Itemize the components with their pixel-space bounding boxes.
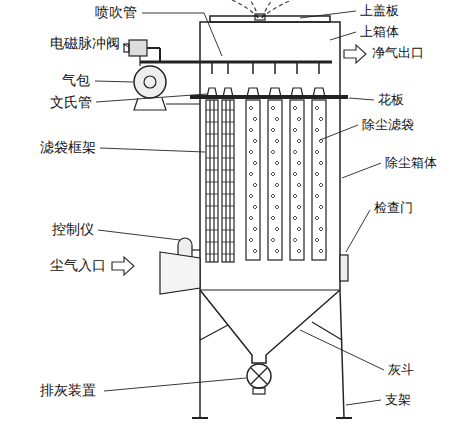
frame-rung — [206, 158, 218, 159]
bag-texture — [297, 227, 301, 231]
part-label: 控制仪 — [52, 222, 94, 237]
bag-texture — [249, 172, 253, 176]
frame-rung — [222, 170, 234, 171]
bag-texture — [275, 205, 279, 209]
frame-rung — [206, 218, 218, 219]
bag-texture — [275, 183, 279, 187]
frame-rung — [222, 254, 234, 255]
bag-texture — [297, 139, 301, 143]
bag-texture — [275, 117, 279, 121]
frame-rung — [206, 194, 218, 195]
bag-texture — [271, 194, 275, 198]
bag-texture — [253, 205, 257, 209]
bag-texture — [319, 249, 323, 253]
frame-rung — [222, 242, 234, 243]
bag-texture — [271, 128, 275, 132]
bag-texture — [271, 150, 275, 154]
frame-rung — [222, 182, 234, 183]
bag-texture — [293, 172, 297, 176]
frame-rung — [206, 242, 218, 243]
part-label: 除尘箱体 — [385, 156, 437, 170]
frame-rung — [222, 134, 234, 135]
bag-texture — [275, 249, 279, 253]
bag-texture — [275, 227, 279, 231]
frame-rung — [206, 134, 218, 135]
bag-texture — [297, 161, 301, 165]
bag-texture — [297, 249, 301, 253]
part-label: 灰斗 — [388, 363, 414, 377]
bag-texture — [315, 172, 319, 176]
bag-texture — [293, 106, 297, 110]
bag-texture — [249, 106, 253, 110]
bag-texture — [319, 227, 323, 231]
bag-texture — [319, 117, 323, 121]
bag-texture — [253, 161, 257, 165]
frame-rung — [206, 254, 218, 255]
frame-rung — [222, 122, 234, 123]
part-label: 花板 — [378, 93, 404, 107]
bag-texture — [293, 128, 297, 132]
frame-rung — [206, 146, 218, 147]
bag-texture — [249, 128, 253, 132]
bag-texture — [253, 249, 257, 253]
bag-texture — [293, 238, 297, 242]
frame-rung — [222, 110, 234, 111]
bag-texture — [271, 172, 275, 176]
bag-texture — [253, 183, 257, 187]
bag-texture — [271, 238, 275, 242]
part-label: 气包 — [62, 73, 90, 88]
frame-rung — [222, 206, 234, 207]
part-label: 文氏管 — [50, 95, 92, 110]
frame-rung — [222, 194, 234, 195]
bag-texture — [319, 205, 323, 209]
frame-rung — [206, 206, 218, 207]
part-label: 支架 — [385, 393, 411, 407]
part-label: 除尘滤袋 — [362, 118, 414, 132]
part-label: 喷吹管 — [95, 5, 137, 20]
bag-texture — [315, 216, 319, 220]
part-label: 电磁脉冲阀 — [50, 36, 120, 51]
bag-texture — [271, 216, 275, 220]
bag-texture — [293, 194, 297, 198]
bag-texture — [315, 150, 319, 154]
frame-rung — [206, 122, 218, 123]
bag-texture — [319, 161, 323, 165]
bag-texture — [253, 227, 257, 231]
frame-rung — [222, 230, 234, 231]
frame-rung — [206, 110, 218, 111]
part-label: 尘气入口 — [50, 258, 106, 273]
bag-texture — [319, 183, 323, 187]
bag-texture — [275, 161, 279, 165]
part-label: 排灰装置 — [40, 383, 96, 398]
bag-texture — [315, 194, 319, 198]
bag-texture — [249, 150, 253, 154]
part-label: 滤袋框架 — [40, 140, 96, 155]
part-label: 净气出口 — [372, 46, 424, 60]
part-label: 上箱体 — [360, 25, 399, 39]
bag-texture — [297, 205, 301, 209]
bag-texture — [249, 216, 253, 220]
part-label: 上盖板 — [360, 4, 399, 18]
bag-texture — [249, 238, 253, 242]
bag-texture — [293, 150, 297, 154]
bag-texture — [315, 106, 319, 110]
frame-rung — [206, 230, 218, 231]
bag-texture — [253, 139, 257, 143]
bag-texture — [293, 216, 297, 220]
bag-texture — [315, 128, 319, 132]
frame-rung — [222, 158, 234, 159]
frame-rung — [222, 218, 234, 219]
frame-rung — [206, 182, 218, 183]
bag-texture — [253, 117, 257, 121]
frame-rung — [222, 146, 234, 147]
bag-texture — [275, 139, 279, 143]
bag-texture — [315, 238, 319, 242]
part-label: 检查门 — [374, 201, 413, 215]
bag-texture — [297, 183, 301, 187]
bag-texture — [297, 117, 301, 121]
bag-texture — [249, 194, 253, 198]
bag-texture — [271, 106, 275, 110]
frame-rung — [206, 170, 218, 171]
